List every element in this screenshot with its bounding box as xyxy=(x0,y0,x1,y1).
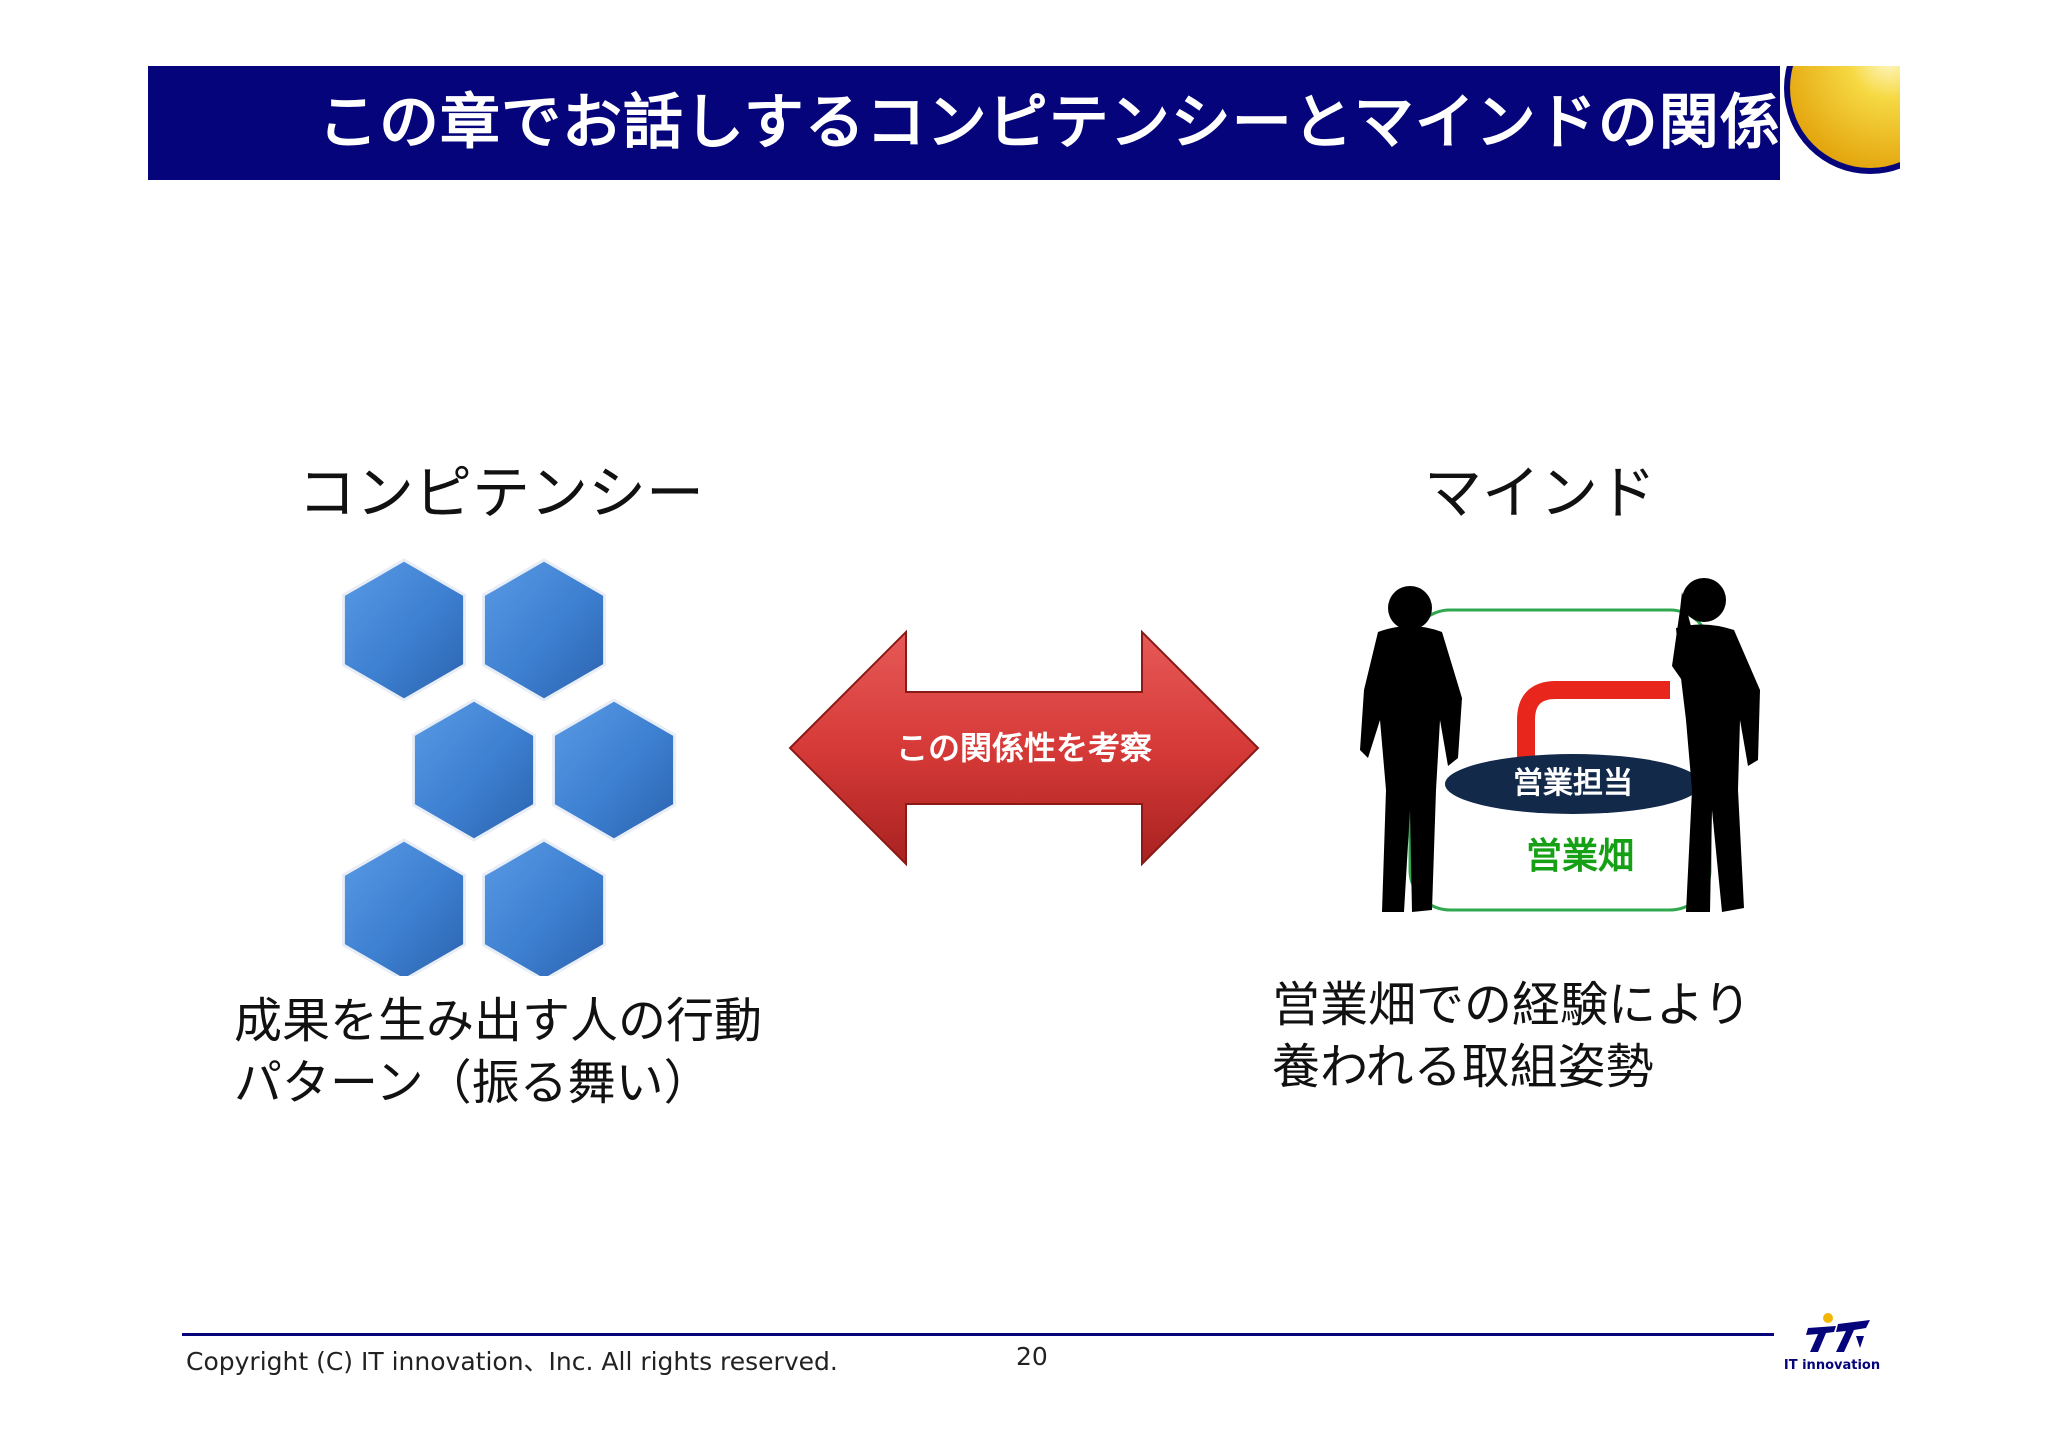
sales-pill xyxy=(1445,754,1701,814)
slide-title: この章でお話しするコンピテンシーとマインドの関係 xyxy=(318,88,1781,158)
competency-desc-line-2: パターン（振る舞い） xyxy=(234,1055,712,1111)
it-innovation-logo-icon: IT innovation xyxy=(1780,1306,1884,1378)
relation-arrow: この関係性を考察 xyxy=(788,628,1260,868)
arrow-label: この関係性を考察 xyxy=(895,729,1152,767)
hexagon-icon xyxy=(341,558,467,702)
hexagon-cluster-icon xyxy=(341,558,677,976)
mind-desc-line-2: 養われる取組姿勢 xyxy=(1272,1039,1654,1095)
mind-heading: マインド xyxy=(1424,459,1657,527)
competency-desc-line-1: 成果を生み出す人の行動 xyxy=(234,993,763,1049)
sun-emblem-icon xyxy=(1780,66,1900,180)
career-path-icon xyxy=(1517,681,1670,760)
hexagon-icon xyxy=(411,698,537,842)
mind-desc-line-1: 営業畑での経験により xyxy=(1272,977,1752,1033)
copyright-notice: Copyright (C) IT innovation、Inc. All rig… xyxy=(186,1347,838,1376)
double-arrow-icon xyxy=(788,629,1260,867)
title-bar: この章でお話しするコンピテンシーとマインドの関係 xyxy=(148,66,1900,180)
competency-description: 成果を生み出す人の行動 パターン（振る舞い） xyxy=(234,990,762,1114)
hexagon-icon xyxy=(481,558,607,702)
mind-scene xyxy=(1360,578,1760,912)
page-number: 20 xyxy=(1016,1342,1048,1371)
businessman-silhouette-icon xyxy=(1672,578,1760,912)
mind-illustration: 営業担当 営業畑 xyxy=(1320,570,1780,930)
sales-pill-label: 営業担当 xyxy=(1513,766,1633,801)
competency-heading: コンピテンシー xyxy=(298,459,705,527)
sales-field-label: 営業畑 xyxy=(1525,836,1634,877)
footer-divider xyxy=(182,1333,1774,1336)
hexagon-icon xyxy=(341,838,467,976)
mind-description: 営業畑での経験により 養われる取組姿勢 xyxy=(1272,974,1751,1098)
hexagon-icon xyxy=(551,698,677,842)
hexagon-icon xyxy=(481,838,607,976)
logo-text: IT innovation xyxy=(1783,1358,1881,1373)
businessman-silhouette-icon xyxy=(1360,586,1462,912)
